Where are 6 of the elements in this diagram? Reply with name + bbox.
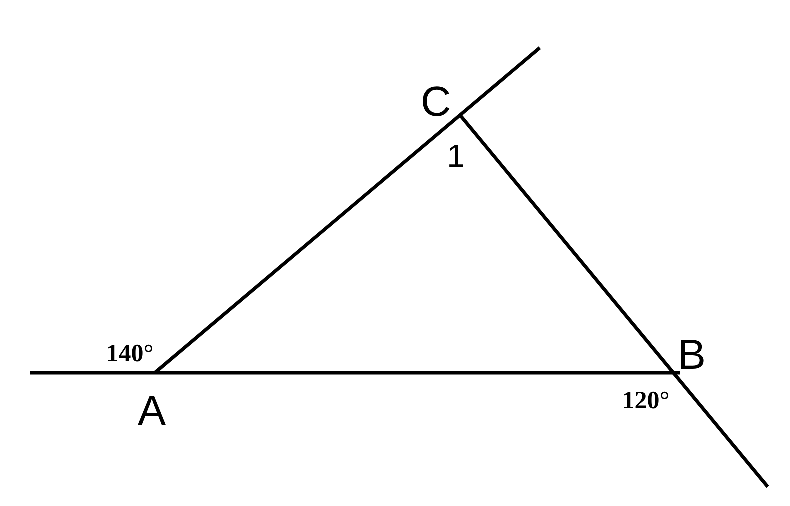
vertex-label: B	[678, 334, 706, 376]
angle-measure: 120°	[622, 388, 670, 414]
vertex-label: A	[138, 390, 166, 432]
vertex-label: C	[420, 81, 452, 123]
angle-label: 1	[447, 140, 465, 172]
angle-measure: 140°	[106, 342, 154, 366]
